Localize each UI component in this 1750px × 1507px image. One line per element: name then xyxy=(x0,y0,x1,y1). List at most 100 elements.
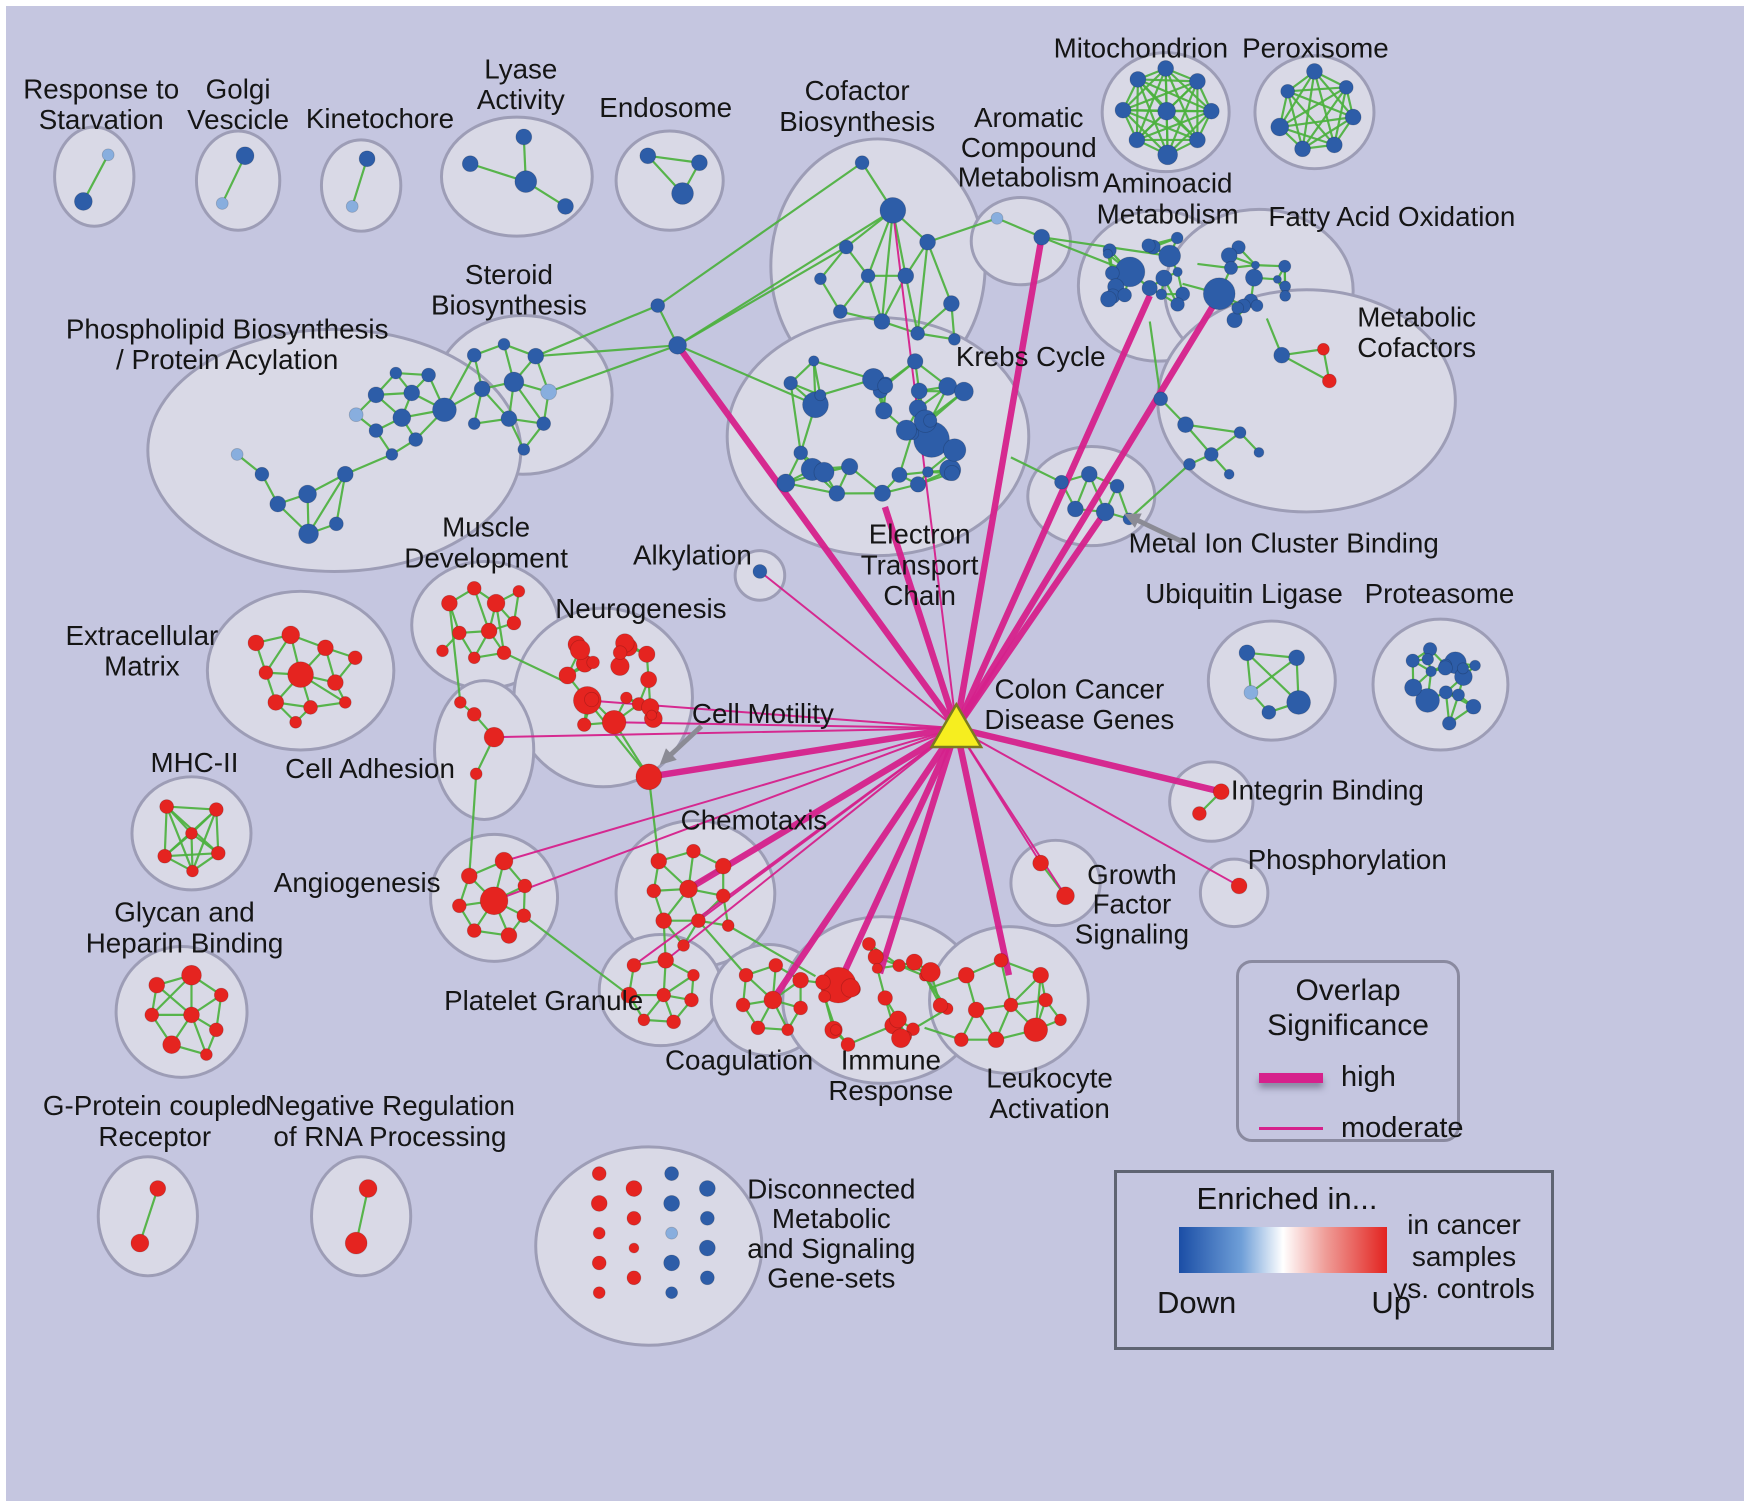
overlap-edge-high xyxy=(686,725,959,892)
gene-set-node xyxy=(922,466,934,478)
gene-set-node xyxy=(1338,80,1354,95)
phosphorylation-label: Phosphorylation xyxy=(1248,844,1447,875)
gene-set-node xyxy=(1223,468,1235,480)
gene-set-node xyxy=(920,961,941,983)
gene-set-node xyxy=(910,326,925,341)
cell-motility-label: Cell Motility xyxy=(692,698,834,729)
gene-set-node xyxy=(1437,660,1453,676)
gene-set-node xyxy=(721,919,735,932)
gene-set-edge xyxy=(1137,78,1212,113)
overlap-edge-moderate xyxy=(759,570,957,729)
gene-set-node xyxy=(891,466,908,483)
gene-set-node xyxy=(480,622,498,640)
gene-set-node xyxy=(403,384,421,402)
overlap-edge-high xyxy=(835,726,960,987)
gene-set-node xyxy=(954,381,974,402)
gene-set-node xyxy=(967,1001,985,1019)
gene-set-node xyxy=(625,1180,643,1197)
peroxisome-label: Peroxisome xyxy=(1242,33,1389,64)
gene-set-node xyxy=(612,645,628,660)
gene-set-edge xyxy=(999,960,1012,1006)
gene-set-node xyxy=(1170,297,1185,312)
gene-set-node xyxy=(1270,117,1290,137)
gene-set-node xyxy=(1172,266,1183,277)
gene-set-node xyxy=(336,465,354,483)
layer-nodes xyxy=(74,60,1482,1300)
gene-set-node xyxy=(432,397,457,423)
inter-cluster-edge xyxy=(1148,321,1162,399)
ubiquitin-ligase-label: Ubiquitin Ligase xyxy=(1145,578,1343,609)
gene-set-node xyxy=(358,1179,378,1198)
overlap-edge-moderate xyxy=(955,727,1240,887)
gene-set-node xyxy=(1230,877,1248,895)
moderate-significance-line-sample xyxy=(1259,1127,1323,1130)
gene-set-node xyxy=(1104,265,1120,281)
gene-set-node xyxy=(1253,447,1265,458)
gene-set-node xyxy=(208,1022,224,1038)
inter-cluster-edge xyxy=(657,161,863,307)
gene-set-node xyxy=(466,347,482,363)
gene-set-edge xyxy=(1185,423,1241,434)
gene-set-node xyxy=(1286,690,1311,715)
gene-set-edge xyxy=(867,275,883,322)
gene-set-node xyxy=(326,674,344,691)
gene-set-node xyxy=(1054,1013,1067,1027)
gene-set-node xyxy=(557,198,574,215)
overlap-edge-moderate xyxy=(503,727,957,863)
gene-set-node xyxy=(466,580,482,596)
gene-set-node xyxy=(1344,108,1362,126)
gene-set-edge xyxy=(926,241,953,305)
gene-set-node xyxy=(637,1013,651,1027)
gene-set-node xyxy=(1170,231,1184,245)
gene-set-node xyxy=(358,150,376,168)
gene-set-node xyxy=(1220,247,1238,264)
gene-set-node xyxy=(368,423,384,438)
gene-set-node xyxy=(298,523,319,545)
gene-set-node xyxy=(479,886,509,916)
inter-cluster-edge xyxy=(647,776,660,862)
gene-set-node xyxy=(735,997,751,1013)
gene-set-node xyxy=(569,639,591,661)
gene-set-node xyxy=(1100,290,1117,308)
gene-set-node xyxy=(486,593,506,613)
cluster-response-to-starvation-ellipse xyxy=(53,125,136,228)
gene-set-node xyxy=(783,375,798,391)
gene-set-node xyxy=(162,1035,181,1054)
gene-set-node xyxy=(247,634,265,652)
gene-set-node xyxy=(1438,685,1453,700)
gene-set-node xyxy=(149,1180,167,1197)
gene-set-node xyxy=(592,1226,606,1240)
gene-set-node xyxy=(235,146,255,166)
gene-set-node xyxy=(500,410,518,428)
inter-cluster-edge xyxy=(1010,456,1062,484)
gene-set-node xyxy=(392,408,412,428)
gene-set-edge xyxy=(1286,90,1336,146)
gene-set-node xyxy=(303,700,318,715)
moderate-significance-label: moderate xyxy=(1341,1112,1464,1144)
inter-cluster-edge xyxy=(523,914,630,996)
gene-set-node xyxy=(467,651,481,665)
gene-set-node xyxy=(814,272,827,286)
gene-set-node xyxy=(1141,280,1158,297)
gene-set-node xyxy=(1023,1017,1049,1043)
gene-set-edge xyxy=(1137,78,1198,83)
gene-set-node xyxy=(601,709,627,735)
cluster-disconnected-gene-sets-ellipse xyxy=(534,1145,764,1347)
gene-set-node xyxy=(668,335,687,355)
overlap-edge-high xyxy=(953,294,1222,730)
gene-set-edge xyxy=(1246,652,1300,704)
gene-set-node xyxy=(1261,704,1277,720)
gene-set-node xyxy=(679,879,698,899)
gene-set-node xyxy=(1080,465,1098,483)
gene-set-node xyxy=(344,1231,368,1255)
gene-set-node xyxy=(591,1255,607,1271)
gene-set-node xyxy=(473,380,491,398)
overlap-edge-high xyxy=(881,505,960,730)
gene-set-node xyxy=(814,389,827,402)
gene-set-node xyxy=(1226,311,1243,329)
gene-set-node xyxy=(665,1226,678,1240)
gene-set-node xyxy=(1469,659,1481,672)
